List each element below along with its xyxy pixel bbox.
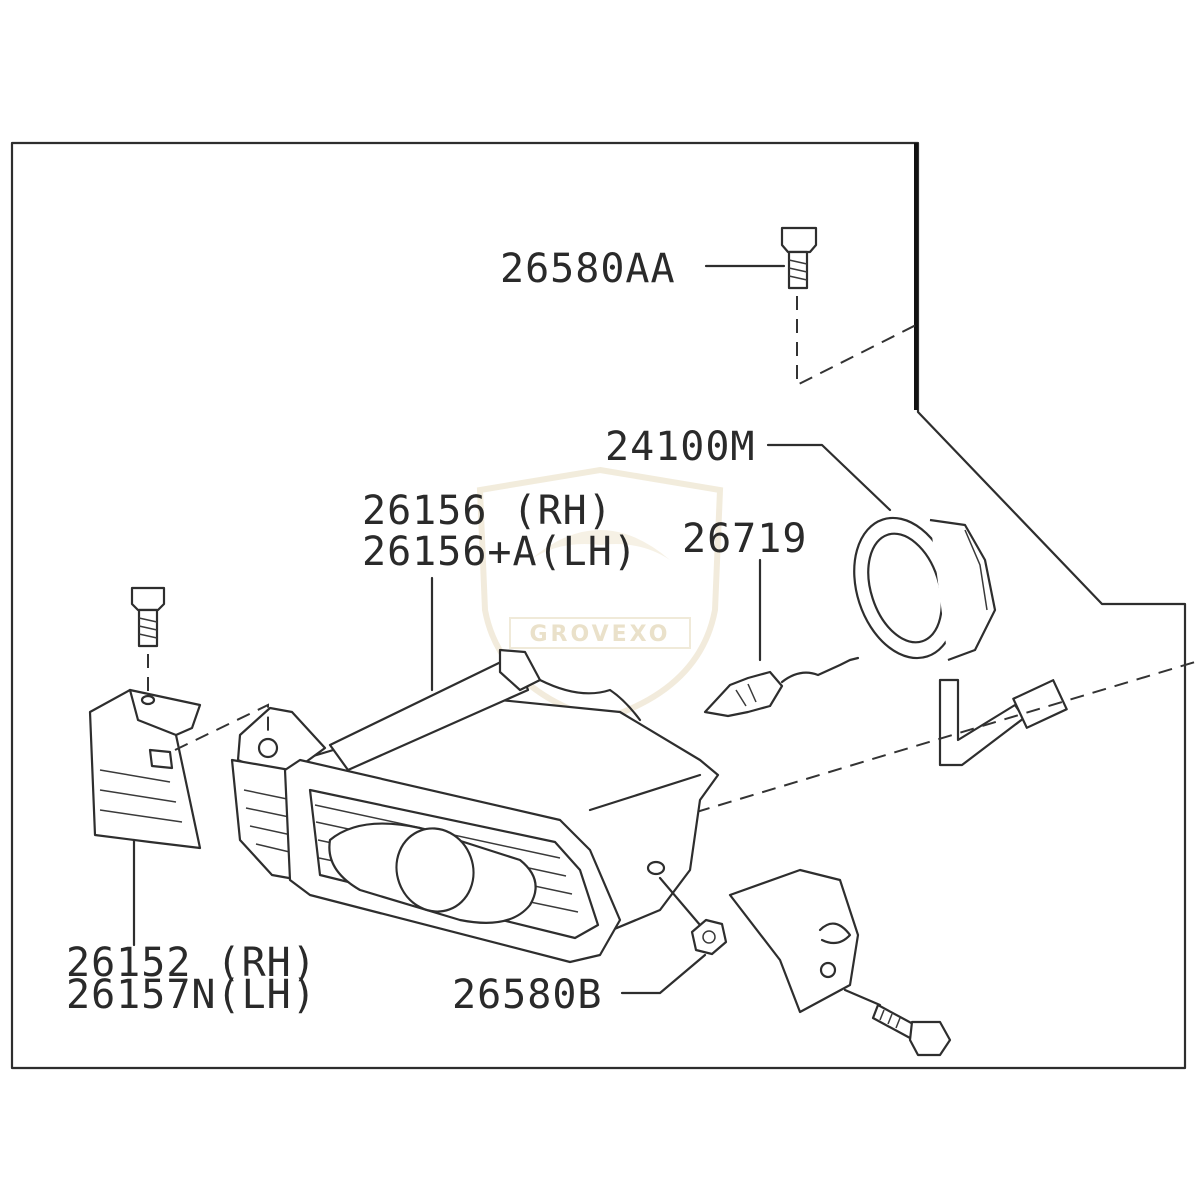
dashed-bracket-link bbox=[174, 703, 269, 751]
label-26156-rh: 26156 (RH) bbox=[362, 488, 613, 534]
bracket-left-icon bbox=[88, 688, 202, 850]
label-26156a-lh: 26156+A(LH) bbox=[362, 529, 638, 575]
label-26580aa: 26580AA bbox=[500, 246, 676, 292]
nut-icon bbox=[690, 918, 728, 956]
dashed-lamp-line bbox=[629, 661, 1196, 833]
leader-side-screw bbox=[843, 988, 882, 1007]
fog-lamp-icon bbox=[230, 648, 720, 964]
leader-24100m bbox=[766, 443, 892, 512]
leader-26580b bbox=[620, 953, 707, 995]
bulb-icon bbox=[703, 656, 860, 718]
label-24100m: 24100M bbox=[605, 424, 756, 470]
side-bracket-icon bbox=[728, 868, 860, 1014]
side-screw-icon bbox=[871, 1003, 952, 1057]
label-26719: 26719 bbox=[682, 516, 807, 562]
label-26580b: 26580B bbox=[452, 972, 603, 1018]
label-26157n-lh: 26157N(LH) bbox=[66, 972, 317, 1018]
watermark-text: GROVEXO bbox=[529, 622, 670, 647]
cover-ring-icon bbox=[853, 516, 1068, 767]
dashed-bolt-path bbox=[796, 296, 917, 387]
bolt-left-icon bbox=[130, 586, 166, 648]
leader-lamp-to-nut bbox=[658, 876, 702, 927]
label-26152-rh: 26152 (RH) bbox=[66, 940, 317, 986]
bolt-top-icon bbox=[780, 226, 818, 290]
